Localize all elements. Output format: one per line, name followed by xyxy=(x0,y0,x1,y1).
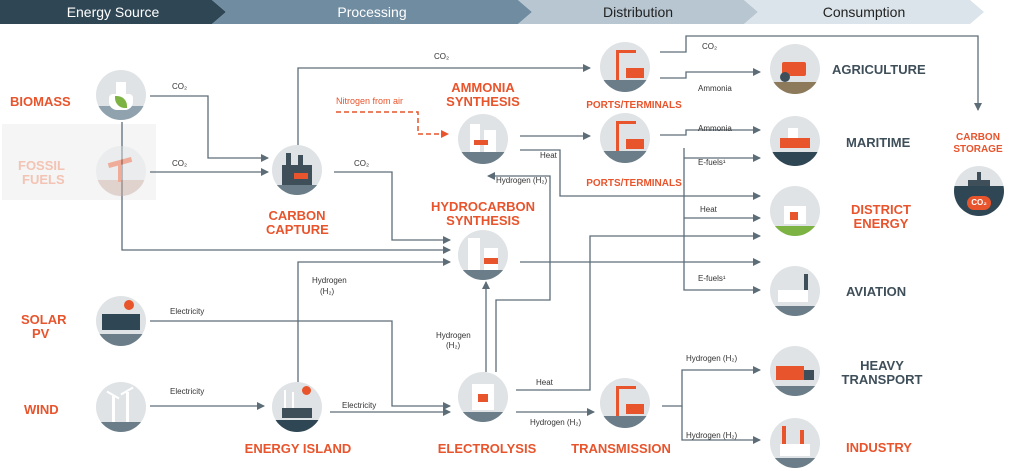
label-wind: WIND xyxy=(24,402,59,417)
flow-electricity-wind: Electricity xyxy=(170,387,205,396)
label-ammonia-line2: SYNTHESIS xyxy=(446,94,520,109)
port-crane-icon xyxy=(600,113,650,163)
wind-turbine-icon xyxy=(96,382,146,432)
label-ammonia-line1: AMMONIA xyxy=(451,80,515,95)
label-electrolysis: ELECTROLYSIS xyxy=(437,441,537,456)
flow-heat-electrolysis: Heat xyxy=(536,378,553,387)
factory-icon xyxy=(272,145,322,195)
port-crane-icon xyxy=(600,42,650,92)
flow-hydrogen-ammonia: Hydrogen (H₂) xyxy=(496,176,548,185)
flow-co2-biomass: CO₂ xyxy=(172,82,188,91)
airport-icon xyxy=(770,266,820,316)
flow-heat-district: Heat xyxy=(700,205,717,214)
flow-nitrogen-from-air: Nitrogen from air xyxy=(336,96,404,106)
electrolyser-icon xyxy=(458,372,508,422)
label-agriculture: AGRICULTURE xyxy=(832,62,926,77)
flow-co2-fossil: CO₂ xyxy=(172,159,188,168)
flow-efuels-aviation: E-fuels¹ xyxy=(698,274,726,283)
energy-island-icon xyxy=(272,382,322,432)
label-heavy-line2: TRANSPORT xyxy=(841,372,923,387)
flow-ammonia-maritime: Ammonia xyxy=(698,124,732,133)
solar-panel-icon xyxy=(96,296,146,346)
refinery-icon xyxy=(458,114,508,164)
stage-energy-source: Energy Source xyxy=(0,0,226,24)
flow-hydrogen-industry: Hydrogen (H₂) xyxy=(686,431,738,440)
flow-electricity-island: Electricity xyxy=(342,401,377,410)
flow-ammonia-agriculture: Ammonia xyxy=(698,84,732,93)
label-hydrocarbon-line1: HYDROCARBON xyxy=(431,199,535,214)
stage-consumption: Consumption xyxy=(744,0,984,24)
flow-electricity-solar: Electricity xyxy=(170,307,205,316)
label-fossil-line1: FOSSIL xyxy=(18,158,65,173)
label-biomass: BIOMASS xyxy=(10,94,71,109)
label-storage-line2: STORAGE xyxy=(953,144,1003,155)
flow-hydrogen-electrolysis-line2: (H₂) xyxy=(446,341,461,350)
flow-heat-ammonia: Heat xyxy=(540,151,557,160)
truck-icon xyxy=(770,346,820,396)
label-ports-terminals-2: PORTS/TERMINALS xyxy=(586,178,682,189)
label-aviation: AVIATION xyxy=(846,284,907,299)
label-fossil-line2: FUELS xyxy=(22,172,65,187)
label-solar-line1: SOLAR xyxy=(21,312,67,327)
tractor-icon xyxy=(770,44,820,94)
label-storage-line1: CARBON xyxy=(956,132,1000,143)
flow-hydrogen-island-line1: Hydrogen xyxy=(312,276,347,285)
label-district-line1: DISTRICT xyxy=(851,202,911,217)
label-energy-island: ENERGY ISLAND xyxy=(244,441,352,456)
fossil-fuels-faded-box xyxy=(2,124,156,200)
flow-hydrogen-island-line2: (H₂) xyxy=(320,287,335,296)
storage-rig-icon: CO₂ xyxy=(954,166,1004,216)
flask-leaf-icon xyxy=(96,70,146,120)
label-carbon-capture-line2: CAPTURE xyxy=(266,222,329,237)
label-ports-terminals-1: PORTS/TERMINALS xyxy=(586,100,682,111)
label-transmission: TRANSMISSION xyxy=(571,441,671,456)
label-hydrocarbon-line2: SYNTHESIS xyxy=(446,213,520,228)
refinery-icon xyxy=(458,230,508,280)
stage-distribution: Distribution xyxy=(518,0,758,24)
ship-icon xyxy=(770,116,820,166)
industry-icon xyxy=(770,418,820,468)
label-maritime: MARITIME xyxy=(846,135,911,150)
oil-pump-icon xyxy=(96,146,146,196)
flow-efuels-maritime: E-fuels¹ xyxy=(698,158,726,167)
label-carbon-capture-line1: CARBON xyxy=(268,208,326,223)
stage-processing: Processing xyxy=(212,0,532,24)
label-industry: INDUSTRY xyxy=(846,440,912,455)
house-icon xyxy=(770,186,820,236)
label-solar-line2: PV xyxy=(32,326,50,341)
flow-co2-capture-out: CO₂ xyxy=(354,159,370,168)
flow-co2-storage: CO₂ xyxy=(702,42,718,51)
flow-hydrogen-heavy-transport: Hydrogen (H₂) xyxy=(686,354,738,363)
label-district-line2: ENERGY xyxy=(853,216,909,231)
storage-co2-badge: CO₂ xyxy=(967,196,991,210)
flow-hydrogen-transmission: Hydrogen (H₂) xyxy=(530,418,582,427)
port-crane-icon xyxy=(600,378,650,428)
flow-hydrogen-electrolysis-line1: Hydrogen xyxy=(436,331,471,340)
label-heavy-line1: HEAVY xyxy=(860,358,904,373)
flow-co2-top: CO₂ xyxy=(434,52,450,61)
